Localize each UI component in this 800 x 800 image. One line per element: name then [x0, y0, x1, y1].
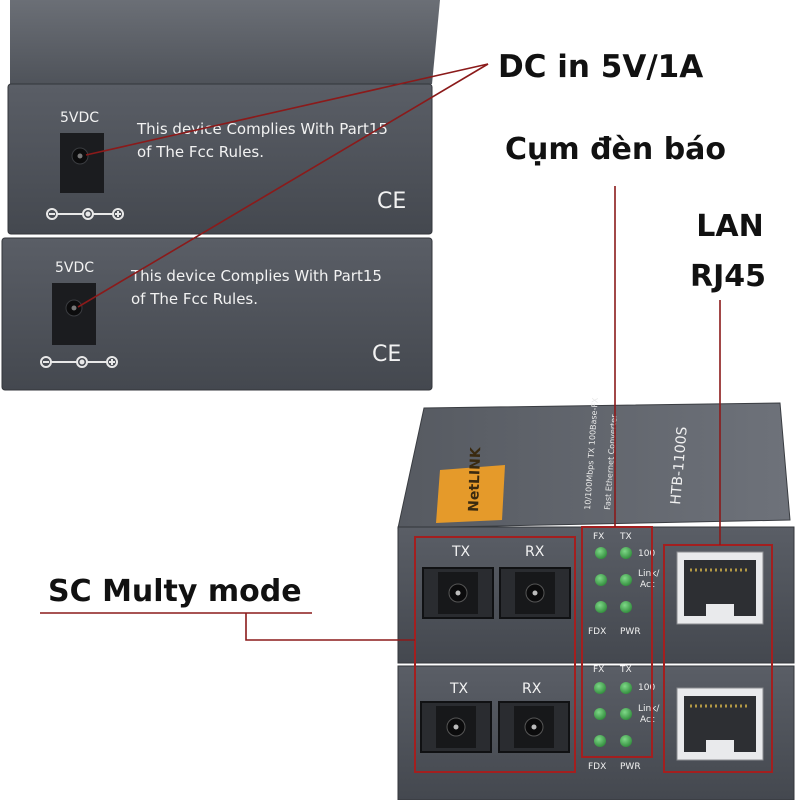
led-pwr-label: PWR	[620, 762, 641, 772]
led-panel-upper: FX TX 100 Link/ Act FDX PWR	[588, 532, 660, 637]
fcc-line-2: of The Fcc Rules.	[137, 143, 264, 161]
led-indicator	[594, 708, 606, 720]
led-link-label: Link/	[638, 569, 660, 579]
led-panel-lower: FX TX 100 Link/ Act FDX PWR	[588, 665, 660, 772]
fiber-tx-label: TX	[449, 681, 469, 697]
callout-lines	[40, 63, 721, 641]
power-label: 5VDC	[60, 110, 99, 126]
led-tx-label: TX	[619, 532, 632, 542]
fcc-line-1: This device Complies With Part15	[136, 120, 388, 138]
led-indicator	[594, 735, 606, 747]
model-text: HTB-1100S	[668, 426, 691, 505]
led-act-label: Act	[640, 580, 655, 590]
callout-lan: LAN	[696, 209, 764, 244]
led-fdx-label: FDX	[588, 627, 606, 637]
led-indicator	[595, 601, 607, 613]
led-pwr-label: PWR	[620, 627, 641, 637]
callout-rj45: RJ45	[689, 259, 766, 294]
back-unit-lower: 5VDC This device Complies With Part15 of…	[1, 237, 433, 391]
led-indicator	[620, 547, 632, 559]
ce-mark: CE	[377, 189, 406, 214]
callout-led-group: Cụm đèn báo	[505, 132, 727, 167]
led-indicator	[595, 547, 607, 559]
ce-mark: CE	[372, 342, 401, 367]
front-view: NetLINK HTB-1100S 10/100Mbps TX 100Base-…	[397, 397, 795, 800]
callout-dc-in: DC in 5V/1A	[498, 49, 704, 85]
led-indicator	[620, 601, 632, 613]
fcc-line-2: of The Fcc Rules.	[131, 290, 258, 308]
callout-sc-mode: SC Multy mode	[48, 574, 302, 609]
sc-ports-lower: TX RX	[420, 681, 570, 753]
led-tx-label: TX	[619, 665, 632, 675]
led-100-label: 100	[638, 549, 655, 559]
rj45-port-lower[interactable]	[676, 687, 764, 761]
led-fx-label: FX	[593, 532, 604, 542]
fiber-rx-label: RX	[522, 681, 542, 697]
dc-polarity-icon	[40, 356, 118, 368]
led-fdx-label: FDX	[588, 762, 606, 772]
back-view: 5VDC This device Complies With Part15 of…	[1, 0, 440, 391]
brand-text: NetLINK	[466, 446, 484, 512]
fcc-line-1: This device Complies With Part15	[130, 267, 382, 285]
dc-polarity-icon	[46, 208, 124, 220]
sc-highlight-box	[414, 536, 576, 773]
led-indicator	[620, 682, 632, 694]
led-indicator	[620, 735, 632, 747]
back-unit-upper: 5VDC This device Complies With Part15 of…	[7, 83, 433, 235]
fiber-rx-label: RX	[525, 544, 545, 560]
sc-ports-upper: TX RX	[422, 544, 571, 619]
rj45-port-upper[interactable]	[676, 551, 764, 625]
led-indicator	[620, 574, 632, 586]
led-fx-label: FX	[593, 665, 604, 675]
fiber-tx-label: TX	[451, 544, 471, 560]
led-indicator	[595, 574, 607, 586]
led-indicator	[620, 708, 632, 720]
led-link-label: Link/	[638, 704, 660, 714]
power-label: 5VDC	[55, 260, 94, 276]
led-indicator	[594, 682, 606, 694]
led-100-label: 100	[638, 683, 655, 693]
rj45-highlight-box	[663, 544, 773, 773]
led-highlight-box	[581, 526, 653, 758]
led-act-label: Act	[640, 715, 655, 725]
